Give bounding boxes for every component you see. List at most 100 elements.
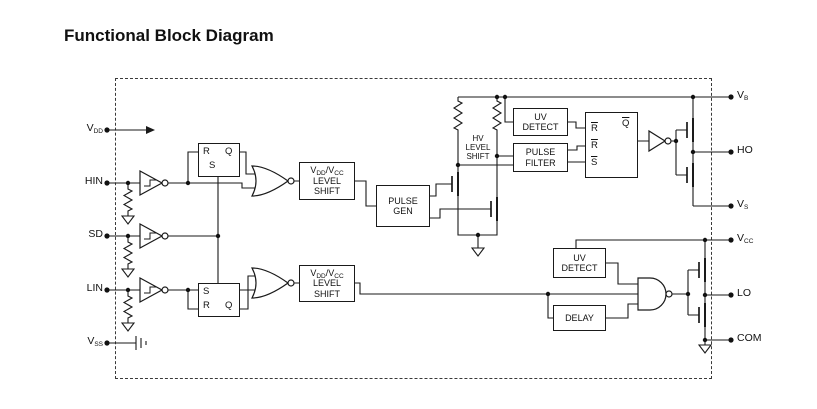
bubble-icon: [161, 179, 169, 187]
pin-label-lo: LO: [737, 288, 751, 299]
bubble-icon: [161, 232, 169, 240]
pin-label-com: COM: [737, 333, 762, 344]
nor-gate-high: [251, 165, 290, 197]
latch-sbar-label: S: [591, 157, 598, 168]
resistor-hv-right: [491, 97, 503, 135]
ground-icon: [120, 215, 713, 354]
block-line: LEVEL: [465, 142, 491, 152]
block-line: LEVEL: [312, 175, 342, 186]
pin-name: V: [737, 89, 745, 101]
text: V: [310, 267, 317, 278]
pin-label-lin: LIN: [58, 283, 103, 294]
block-line: DETECT: [522, 122, 559, 132]
pin-label-hin: HIN: [58, 176, 103, 187]
delay-block: DELAY: [553, 305, 606, 331]
resistor-sd: [122, 236, 134, 269]
latch-q-label: Q: [225, 300, 233, 311]
pin-name: SD: [88, 228, 103, 240]
pin-sub: DD: [93, 128, 103, 135]
block-line: PULSE: [388, 195, 418, 206]
pin-label-vs: VS: [737, 198, 749, 211]
text: /V: [325, 165, 335, 176]
schmitt-buffer-sd: [139, 222, 164, 250]
bubble-icon: [664, 137, 672, 145]
level-shift-high-block: VDD/VCC LEVEL SHIFT: [299, 162, 355, 200]
latch-r-label: R: [203, 300, 210, 311]
pin-label-sd: SD: [58, 229, 103, 240]
pin-name: HIN: [84, 175, 103, 187]
bubble-icon: [287, 177, 295, 185]
block-line: VDD/VCC: [310, 267, 344, 280]
latch-rbar-label: R: [591, 123, 598, 134]
logic-gates: [139, 129, 673, 311]
text-sub: DD: [316, 170, 326, 178]
block-line: DELAY: [565, 312, 594, 323]
text: V: [310, 165, 317, 176]
latch-q-label: Q: [225, 146, 233, 157]
level-shift-low-block: VDD/VCC LEVEL SHIFT: [299, 265, 355, 302]
latch-s-label: S: [209, 160, 216, 171]
hysteresis-icon: [144, 179, 156, 294]
block-line: HV: [472, 134, 484, 143]
resistors: [122, 97, 503, 323]
pin-name: COM: [737, 332, 762, 344]
latch-rbar-label: R: [591, 140, 598, 151]
mosfet-channels: [457, 118, 706, 327]
block-line: LEVEL: [312, 278, 342, 289]
block-line: FILTER: [525, 157, 556, 168]
mosfet-gate-bars: [451, 122, 700, 323]
bubble-icon: [287, 279, 295, 287]
pin-name: V: [737, 232, 745, 244]
ic-boundary: [115, 78, 712, 379]
pin-sub: CC: [744, 238, 754, 245]
schmitt-buffer-lin: [139, 276, 164, 304]
pin-name: V: [87, 335, 95, 347]
hv-level-shift-label: HV LEVEL SHIFT: [459, 134, 497, 161]
resistor-hv-left: [452, 97, 464, 135]
junction-dots: [104, 94, 734, 346]
block-line: GEN: [393, 206, 413, 216]
text-sub: CC: [334, 170, 344, 178]
pin-name: V: [86, 122, 94, 134]
block-line: DETECT: [561, 263, 598, 273]
nor-gate-low: [251, 267, 290, 299]
pin-label-vdd: VDD: [58, 122, 103, 135]
mosfets: [451, 118, 706, 327]
wire-segments: [107, 96, 731, 345]
text-sub: CC: [334, 272, 344, 280]
latch-qbar-label: Q: [622, 118, 630, 129]
pin-label-vcc: VCC: [737, 232, 754, 245]
latch-r-label: R: [203, 146, 210, 157]
ground-symbols: [120, 215, 713, 354]
block-line: SHIFT: [314, 186, 340, 197]
page-title: Functional Block Diagram: [64, 26, 274, 45]
resistor-hin: [122, 183, 134, 216]
latch-s-label: S: [203, 286, 210, 297]
pin-label-vb: VB: [737, 89, 749, 102]
text-sub: DD: [316, 272, 326, 280]
high-side-latch: Q R R S: [585, 112, 638, 178]
bubble-icon: [665, 290, 673, 298]
uv-detect-low-block: UV DETECT: [553, 248, 606, 278]
vss-earth-icon: [135, 336, 147, 350]
pin-label-vss: VSS: [58, 335, 103, 348]
pin-name: V: [737, 198, 745, 210]
block-line: VDD/VCC: [310, 165, 344, 178]
schmitt-buffer-hin: [139, 169, 164, 197]
pin-label-ho: HO: [737, 145, 753, 156]
resistor-lin: [122, 290, 134, 323]
block-line: UV: [534, 111, 547, 122]
text: /V: [325, 267, 335, 278]
pin-name: HO: [737, 144, 753, 156]
vdd-arrow-icon: [146, 126, 155, 134]
pin-sub: B: [744, 95, 749, 102]
pin-sub: S: [744, 204, 749, 211]
input-latch-low: S R Q: [198, 283, 240, 317]
block-line: SHIFT: [466, 151, 490, 161]
nand-gate-low-side: [637, 277, 667, 311]
uv-detect-high-block: UV DETECT: [513, 108, 568, 136]
pin-sub: SS: [94, 341, 103, 348]
pulse-gen-block: PULSE GEN: [376, 185, 430, 227]
